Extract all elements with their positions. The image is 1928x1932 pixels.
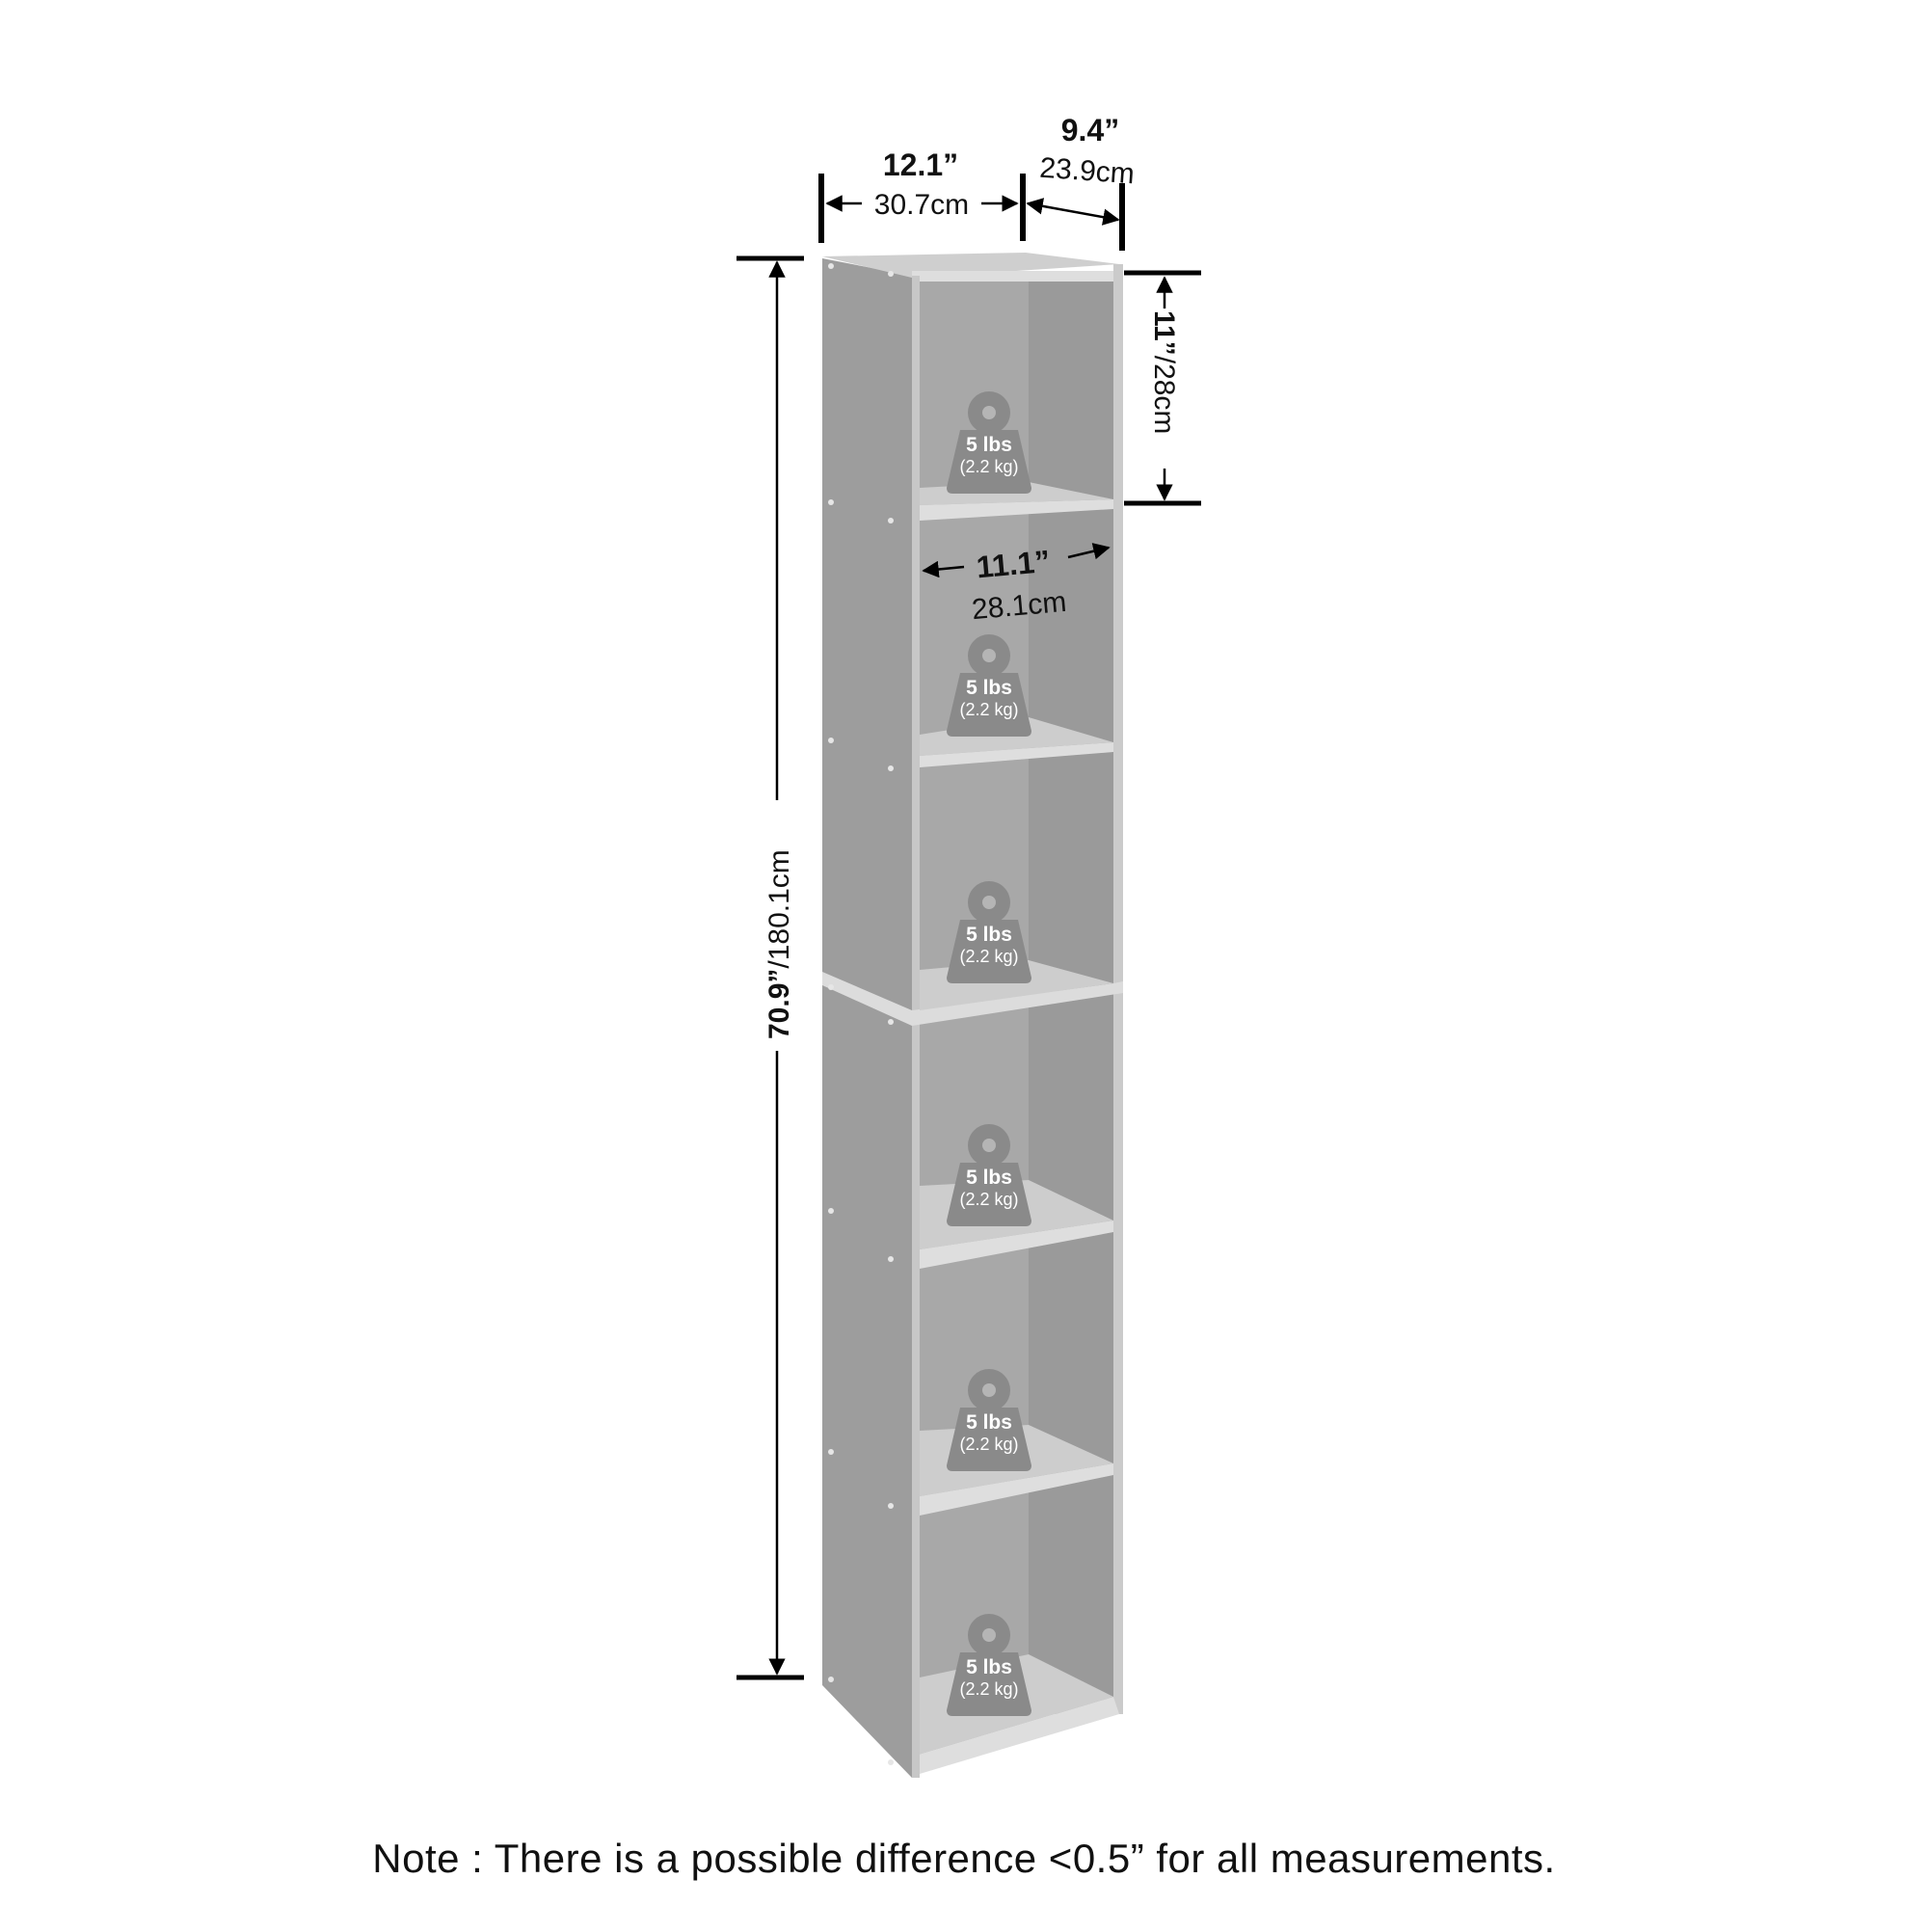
weight-capacity-icon: 5 lbs (2.2 kg) (947, 881, 1031, 983)
measurement-note: Note : There is a possible difference <0… (372, 1836, 1556, 1881)
cube-height-label: 11”/28cm (1148, 310, 1180, 434)
weight-label: 5 lbs (966, 1411, 1012, 1434)
weight-capacity-icon: 5 lbs (2.2 kg) (947, 1124, 1031, 1226)
height-separator: / (763, 960, 795, 969)
weight-capacity-icon: 5 lbs (2.2 kg) (947, 1369, 1031, 1471)
weight-capacity-icon: 5 lbs (2.2 kg) (947, 634, 1031, 737)
weight-capacity-icon: 5 lbs (2.2 kg) (947, 391, 1031, 494)
weight-metric-label: (2.2 kg) (959, 947, 1018, 966)
cube-height-dimension: 11”/28cm (1124, 270, 1201, 506)
height-metric-label: 180.1cm (763, 849, 795, 960)
height-imperial-label: 70.9” (763, 969, 795, 1039)
weight-metric-label: (2.2 kg) (959, 1435, 1018, 1454)
weight-metric-label: (2.2 kg) (959, 1190, 1018, 1209)
weight-label: 5 lbs (966, 1656, 1012, 1678)
width-dimension: 12.1” 30.7cm (818, 148, 1026, 243)
height-label: 70.9”/180.1cm (763, 849, 795, 1039)
top-edge (912, 271, 1119, 282)
front-edge-left (912, 276, 920, 1778)
depth-dimension: 9.4” 23.9cm (1026, 113, 1136, 251)
inner-width-dimension: 11.1” 28.1cm (922, 543, 1111, 626)
width-imperial-label: 12.1” (883, 148, 958, 182)
bookcase (822, 253, 1123, 1778)
weight-metric-label: (2.2 kg) (959, 1679, 1018, 1699)
depth-metric-label: 23.9cm (1038, 152, 1135, 191)
side-panel (822, 258, 912, 1778)
weight-label: 5 lbs (966, 434, 1012, 456)
width-metric-label: 30.7cm (874, 189, 969, 221)
top-surface (822, 253, 1119, 278)
weight-label: 5 lbs (966, 677, 1012, 699)
weight-metric-label: (2.2 kg) (959, 457, 1018, 476)
weight-metric-label: (2.2 kg) (959, 700, 1018, 719)
cube-height-imperial-label: 11” (1148, 310, 1180, 356)
cam-dowels (828, 263, 894, 1765)
weight-label: 5 lbs (966, 1167, 1012, 1189)
weight-capacity-icon: 5 lbs (2.2 kg) (947, 1614, 1031, 1716)
weight-label: 5 lbs (966, 924, 1012, 946)
inner-width-imperial-label: 11.1” (975, 544, 1051, 585)
depth-imperial-label: 9.4” (1061, 113, 1119, 148)
height-dimension: 70.9”/180.1cm (736, 255, 804, 1680)
cube-height-separator: / (1148, 356, 1180, 364)
cube-height-metric-label: 28cm (1148, 363, 1180, 434)
